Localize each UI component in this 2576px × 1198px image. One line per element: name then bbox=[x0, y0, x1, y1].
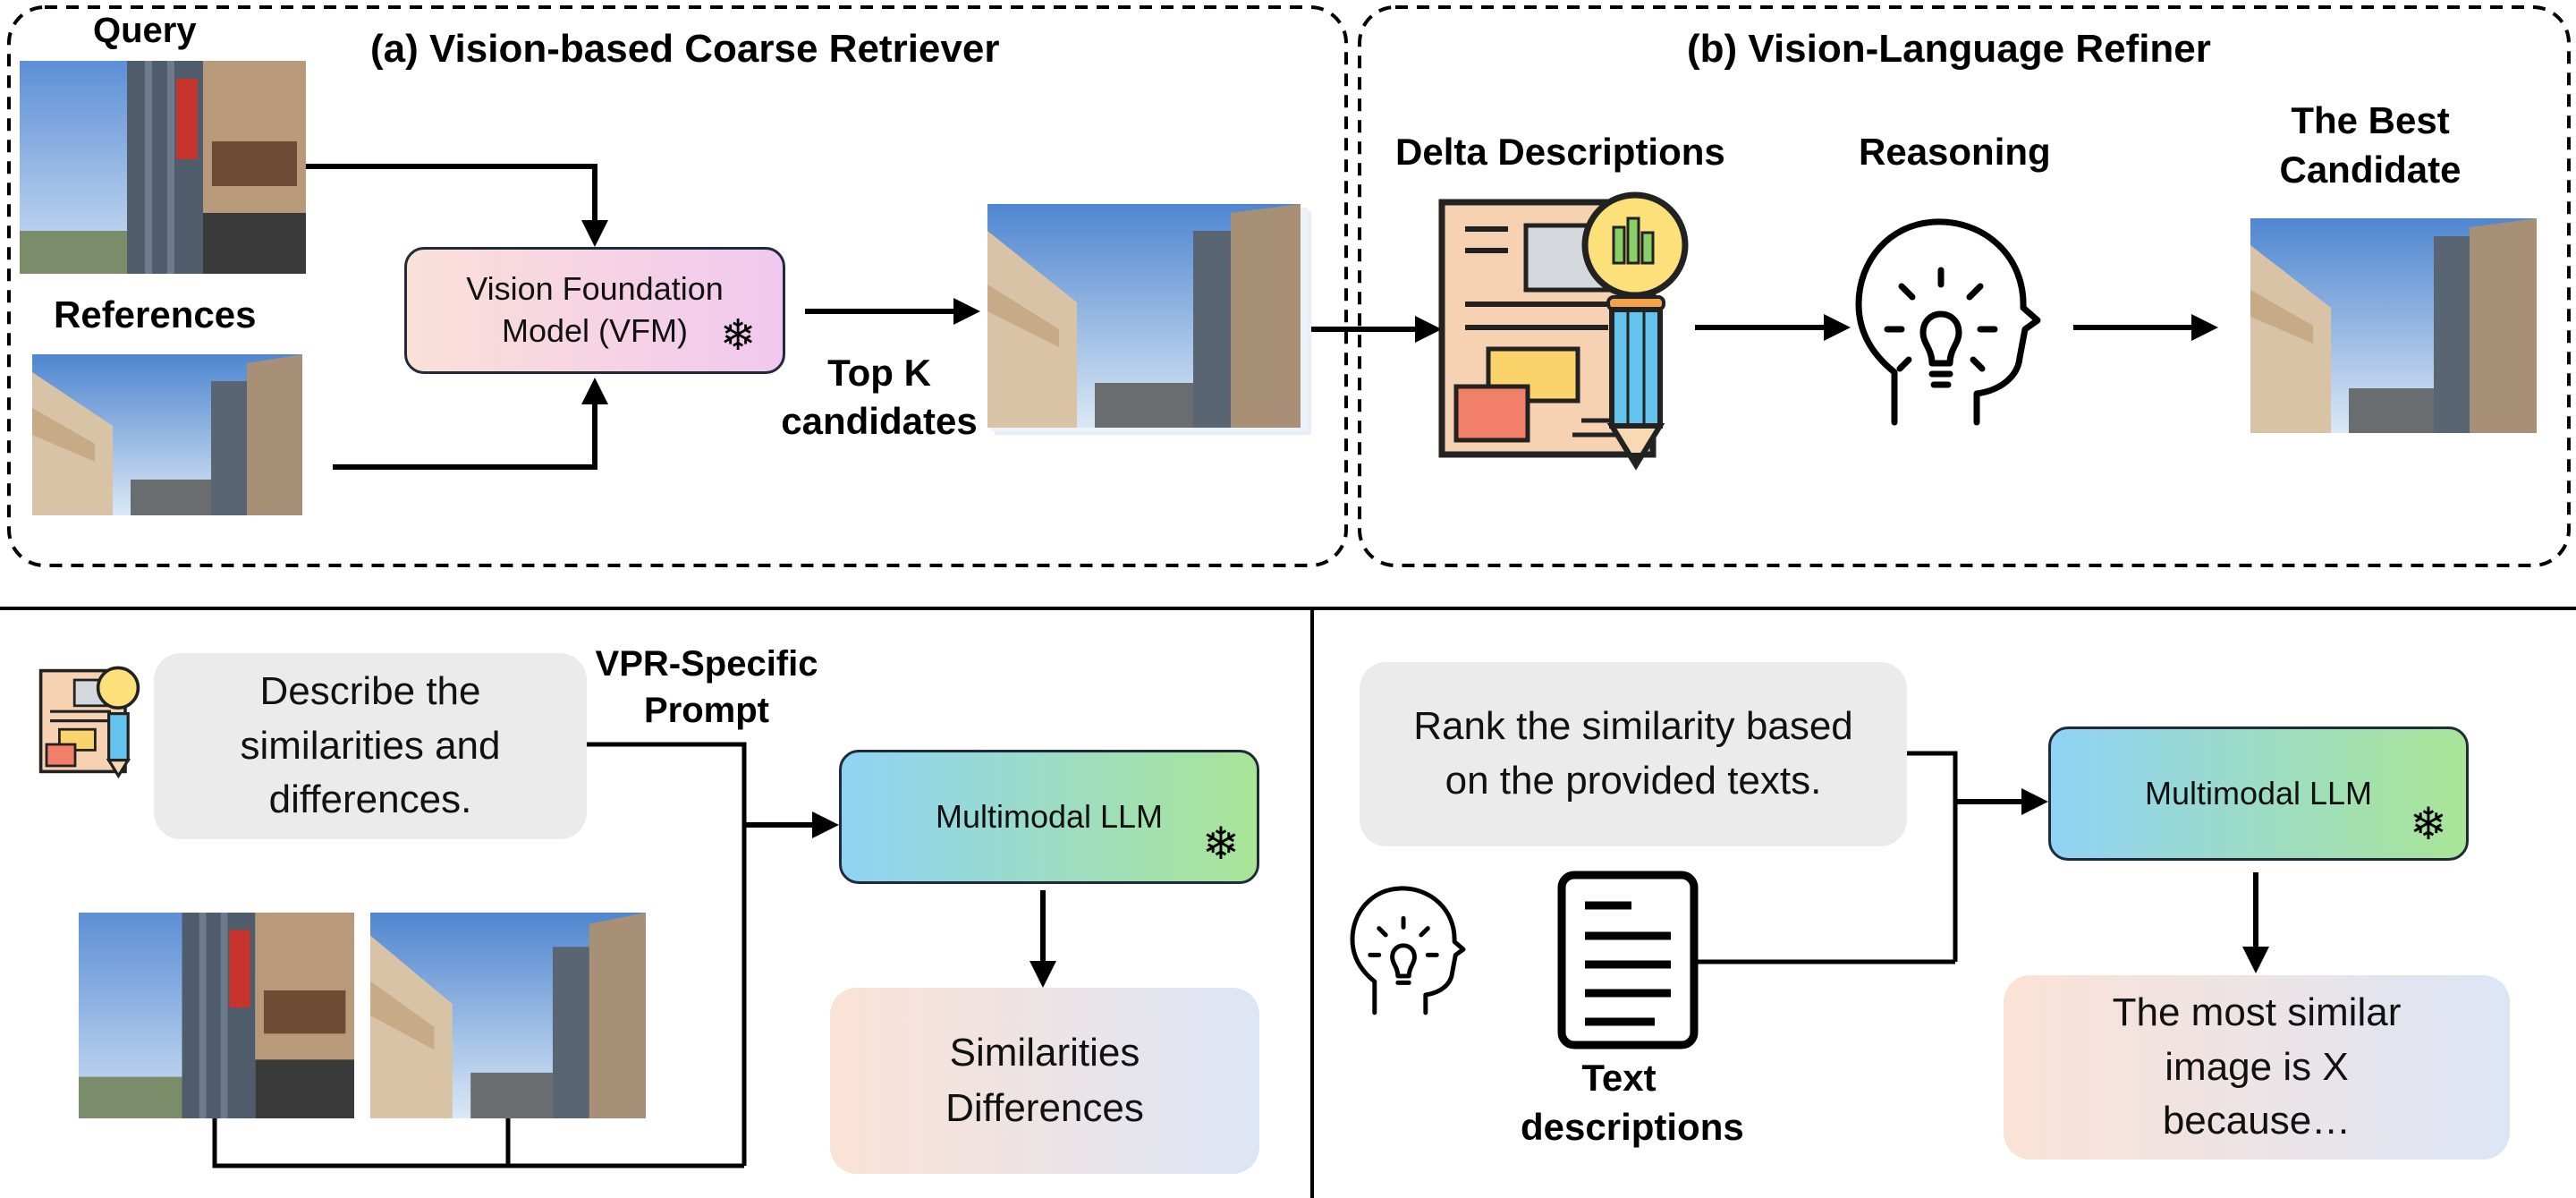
text-document-icon bbox=[1557, 871, 1699, 1049]
prompt-connector bbox=[587, 742, 747, 1166]
reference-image bbox=[32, 354, 302, 515]
multimodal-llm-box-right: Multimodal LLM bbox=[2048, 726, 2469, 861]
panel-b-title: (b) Vision-Language Refiner bbox=[1687, 27, 2211, 71]
lightbulb-head-small-icon bbox=[1350, 886, 1466, 1015]
rank-prompt-box: Rank the similarity based on the provide… bbox=[1360, 662, 1907, 846]
document-pencil-small-icon bbox=[38, 666, 140, 779]
multimodal-llm-box-left: Multimodal LLM bbox=[839, 750, 1259, 884]
document-pencil-icon bbox=[1438, 191, 1689, 471]
top-k-label: Top K candidates bbox=[781, 352, 978, 442]
best-candidate-label: The Best Candidate bbox=[2279, 99, 2462, 191]
panel-b-frame bbox=[1358, 5, 2571, 567]
vpr-specific-prompt-label: VPR-Specific Prompt bbox=[595, 644, 818, 730]
panel-a-title: (a) Vision-based Coarse Retriever bbox=[370, 27, 1000, 71]
llm-right-snowflake-icon: ❄ bbox=[2410, 799, 2447, 849]
images-connector bbox=[212, 1118, 744, 1168]
text-descriptions-label: Text descriptions bbox=[1521, 1057, 1744, 1148]
similarities-output-box: Similarities Differences bbox=[830, 988, 1259, 1174]
panel-a-frame bbox=[7, 5, 1348, 567]
query-label: Query bbox=[93, 11, 197, 50]
query-image bbox=[20, 61, 306, 274]
describe-prompt-box: Describe the similarities and difference… bbox=[154, 653, 587, 839]
vfm-snowflake-icon: ❄ bbox=[720, 312, 757, 360]
bottom-query-image bbox=[79, 913, 354, 1118]
best-candidate-image bbox=[2250, 218, 2537, 433]
delta-descriptions-label: Delta Descriptions bbox=[1395, 131, 1725, 173]
most-similar-output-box: The most similar image is X because… bbox=[2004, 975, 2510, 1160]
bottom-reference-image bbox=[370, 913, 646, 1118]
top-k-candidates-images bbox=[987, 204, 1311, 435]
references-to-vfm-arrow bbox=[333, 378, 608, 470]
query-to-vfm-arrow bbox=[306, 164, 608, 247]
vfm-box: Vision Foundation Model (VFM) bbox=[404, 247, 785, 374]
references-label: References bbox=[54, 293, 257, 336]
lightbulb-head-icon bbox=[1855, 218, 2041, 426]
reasoning-label: Reasoning bbox=[1859, 131, 2051, 173]
rank-prompt-connector bbox=[1907, 751, 1958, 962]
llm-left-snowflake-icon: ❄ bbox=[1202, 819, 1240, 869]
